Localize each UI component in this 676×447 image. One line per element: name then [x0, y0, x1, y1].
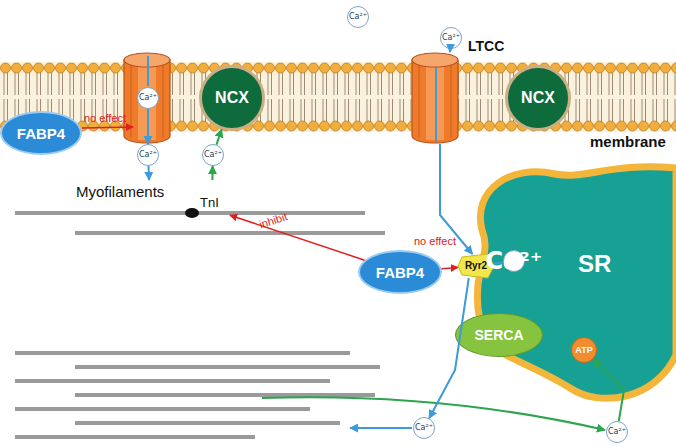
node-text: Ca²⁺ [442, 34, 460, 42]
calcium-ion: Ca²⁺ [202, 144, 224, 166]
node-text: Ca²⁺ [415, 424, 433, 432]
structure-label: membrane [590, 134, 666, 149]
node-text: FABP4 [17, 126, 65, 141]
node-text: LTCC [468, 39, 504, 53]
ion-flow-arrow [350, 427, 412, 429]
exchanger-circle: NCX [199, 65, 265, 131]
flow-arrow [442, 267, 459, 268]
node-text: Ca²⁺ [139, 94, 157, 102]
flow-arrow [230, 215, 365, 260]
tni-marker [185, 208, 199, 218]
exchanger-circle: NCX [505, 65, 571, 131]
ion-path [147, 56, 149, 86]
membrane-core [0, 62, 676, 132]
calcium-ion: Ca²⁺ [440, 27, 462, 49]
node-text: ATP [575, 346, 592, 355]
node-text: FABP4 [376, 265, 424, 280]
node-text: Ryr2 [465, 261, 487, 271]
calcium-ion: Ca²⁺ [606, 421, 628, 443]
flow-arrow [211, 166, 213, 180]
calcium-ion: Ca²⁺ [413, 417, 435, 439]
node-text: NCX [521, 90, 555, 106]
sarcoplasmic-reticulum: SRRyr2Ca²⁺SERCAATP [470, 160, 676, 405]
node-text: SERCA [474, 328, 523, 342]
calcium-ion: Ca²⁺ [137, 87, 159, 109]
node-text: SR [578, 252, 611, 276]
node-text: Ca²⁺ [349, 13, 367, 21]
myofilament-bars [15, 211, 385, 439]
calcium-channel: LTCC [410, 52, 460, 144]
lipid-bilayer [0, 62, 676, 132]
channel-shape [410, 52, 460, 144]
node-text: NCX [215, 90, 249, 106]
protein-label: TnI [200, 196, 219, 209]
calcium-ion: Ca²⁺ [347, 6, 369, 28]
pump-ellipse: SERCA [455, 313, 543, 357]
flow-arrow [147, 109, 149, 144]
node-text: Ca²⁺ [486, 249, 543, 273]
protein-ellipse: FABP4 [0, 111, 82, 155]
flow-arrow [217, 129, 222, 144]
effect-arrow [82, 127, 133, 128]
edge-label: no effect [414, 236, 456, 247]
protein-ellipse: FABP4 [358, 250, 442, 294]
atp-circle: ATP [571, 337, 597, 363]
sr-shape [470, 160, 676, 405]
calcium-ion: Ca²⁺ [137, 144, 159, 166]
node-text: Ca²⁺ [608, 428, 626, 436]
node-text: Ca²⁺ [139, 151, 157, 159]
calcium-ion: Ca²⁺ [503, 250, 525, 272]
node-text: Ca²⁺ [204, 151, 222, 159]
flow-arrow [148, 166, 151, 180]
calcium-channel [124, 53, 170, 143]
flow-arrow [449, 49, 451, 52]
node-text: Myofilaments [76, 184, 164, 199]
effect-note: no effect [84, 113, 126, 124]
